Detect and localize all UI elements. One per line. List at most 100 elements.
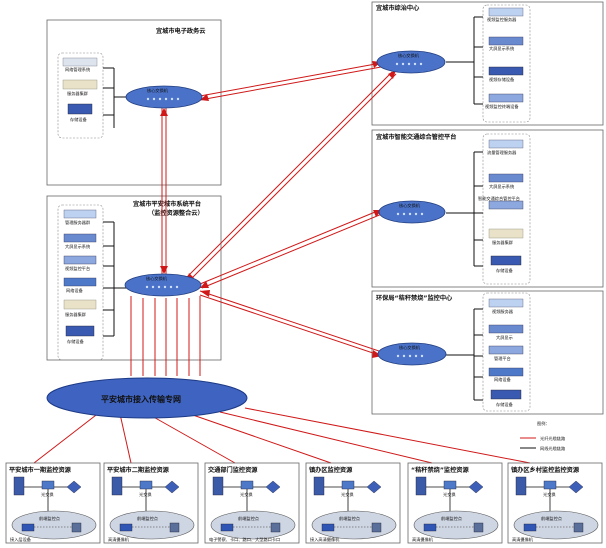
- egov-core-switch: 核心交换机: [125, 85, 203, 109]
- frontend-sub-label: 电子警察、卡口、路口、大型路口卡口: [209, 536, 280, 543]
- camera-icon: [119, 523, 133, 532]
- storage-icon: [67, 103, 93, 115]
- traffic-devices: 流量管理服务器 大屏显示系统 智能交通综合管控平台 服务器集群 存储设备: [478, 139, 524, 274]
- storage-icon: [71, 522, 82, 533]
- main-device-label: 网络设备: [66, 287, 84, 294]
- display-wall-icon: [488, 324, 524, 334]
- display-wall-icon: [488, 36, 524, 46]
- router-icon: [366, 480, 382, 494]
- core-switch-label: 核心交换机: [398, 52, 420, 59]
- switch-icon: [139, 480, 153, 490]
- server-icon: [488, 139, 524, 149]
- storage-icon: [371, 522, 382, 533]
- egov-device-group: [57, 52, 104, 139]
- legend: 图例： 光纤光缆链路 网线光缆链路: [520, 420, 566, 452]
- main-device-group: [57, 204, 104, 361]
- bottom-panel-title: 镇办区乡村监控监控资源: [511, 466, 580, 474]
- camera-icon: [423, 523, 437, 532]
- zonghe-device-label: 大屏显示系统: [489, 45, 514, 52]
- traffic-panel: [371, 129, 604, 288]
- legend-title: 图例：: [537, 420, 550, 427]
- platform-icon: [488, 200, 524, 210]
- storage-icon: [490, 255, 522, 266]
- bottom-panel-border: [507, 462, 603, 544]
- egov-devices: 网络管理系统 服务器集群 存储设备: [62, 57, 98, 123]
- encoder-icon: [515, 476, 527, 496]
- encoder-icon: [313, 476, 325, 496]
- frontend-label: 前端监控点: [541, 515, 562, 522]
- switch-icon: [41, 480, 55, 490]
- switch-icon: [240, 480, 254, 490]
- main-device-label: 大屏显示系统: [65, 243, 90, 250]
- router-icon: [468, 480, 484, 494]
- traffic-title: 宜城市智能交通综合管控平台: [376, 133, 456, 141]
- server-icon: [488, 7, 524, 17]
- bottom-panel-title: 平安城市二期监控资源: [107, 466, 170, 474]
- camera-icon: [220, 523, 234, 532]
- camera-icon: [21, 523, 35, 532]
- bottom-panel-border: [204, 462, 300, 544]
- zonghe-title: 宜城市综治中心: [376, 4, 420, 12]
- access-network-ellipse: 平安城市接入传输专网: [46, 377, 248, 419]
- frontend-label: 前端监控点: [339, 515, 360, 522]
- legend-fiber-label: 光纤光缆链路: [540, 435, 566, 442]
- core-switch-label: 核心交换机: [147, 87, 169, 94]
- env-device-label: 大屏显示: [496, 334, 513, 341]
- bottom-panel-title: 平安城市一期监控资源: [9, 466, 72, 474]
- switch-icon: [443, 480, 457, 490]
- frontend-sub-label: 高清摄像机: [412, 536, 434, 543]
- env-core-switch: 核心交换机: [377, 342, 447, 366]
- zonghe-device-label: 视频监控服务器: [487, 16, 517, 23]
- traffic-device-label: 存储设备: [496, 267, 514, 274]
- storage-icon: [65, 325, 95, 337]
- encoder-icon: [415, 476, 427, 496]
- frontend-sub-label: 接入层设备: [10, 536, 32, 543]
- server-icon: [488, 298, 524, 308]
- core-switch-label: 核心交换机: [146, 275, 168, 282]
- core-switch-label: 核心交换机: [399, 344, 421, 351]
- terminal-icon: [488, 93, 524, 103]
- main-device-label: 服务器集群: [65, 311, 87, 318]
- zonghe-panel: [371, 1, 604, 126]
- video-platform-icon: [63, 255, 97, 265]
- bottom-panel-border: [407, 462, 503, 544]
- main-device-label: 存储设备: [67, 338, 85, 345]
- bottom-panel-border: [305, 462, 401, 544]
- encoder-icon: [212, 476, 224, 496]
- frontend-sub-label: 高清摄像机: [108, 536, 130, 543]
- traffic-core-switch: 核心交换机: [378, 200, 446, 224]
- legend-cable-label: 网线光缆链路: [540, 445, 566, 452]
- display-wall-icon: [488, 173, 524, 183]
- main-title-line1: 宜城市平安城市系统平台: [133, 200, 201, 208]
- encoder-icon: [111, 476, 123, 496]
- main-devices: 管理服务器群 大屏显示系统 视频监控平台 网络设备 服务器集群 存储设备: [63, 209, 97, 345]
- encoder-icon: [13, 476, 25, 496]
- main-panel: [46, 195, 222, 361]
- access-network-label: 平安城市接入传输专网: [101, 394, 181, 404]
- env-devices: 视频服务器 大屏显示 管理平台 网络设备 存储设备: [488, 298, 524, 408]
- traffic-device-label: 流量管理服务器: [487, 149, 517, 156]
- router-icon: [66, 480, 82, 494]
- bottom-panel-title: 交通部门监控资源: [208, 466, 258, 474]
- env-device-label: 视频服务器: [492, 308, 514, 315]
- server-cluster-icon: [63, 299, 97, 310]
- bottom-panel-title: 镇办区监控资源: [309, 466, 353, 474]
- storage-icon: [490, 389, 522, 400]
- frontend-label: 前端监控点: [238, 515, 259, 522]
- env-title: 环保局“秸秆禁烧”监控中心: [376, 294, 453, 302]
- frontend-label: 前端监控点: [137, 515, 158, 522]
- zonghe-core-switch: 核心交换机: [376, 50, 446, 74]
- bottom-panels: 平安城市一期监控资源光交换前端监控点接入层设备平安城市二期监控资源光交换前端监控…: [5, 462, 603, 544]
- main-title-line2: （监控资源整合云）: [148, 209, 204, 217]
- egov-device-label: 存储设备: [70, 116, 88, 123]
- router-icon: [568, 480, 584, 494]
- zonghe-devices: 视频监控服务器 大屏显示系统 视频存储设备 视频监控终端设备: [485, 7, 524, 110]
- storage-icon: [573, 522, 584, 533]
- frontend-label: 前端监控点: [441, 515, 462, 522]
- traffic-device-label: 智能交通综合管控平台: [478, 195, 520, 202]
